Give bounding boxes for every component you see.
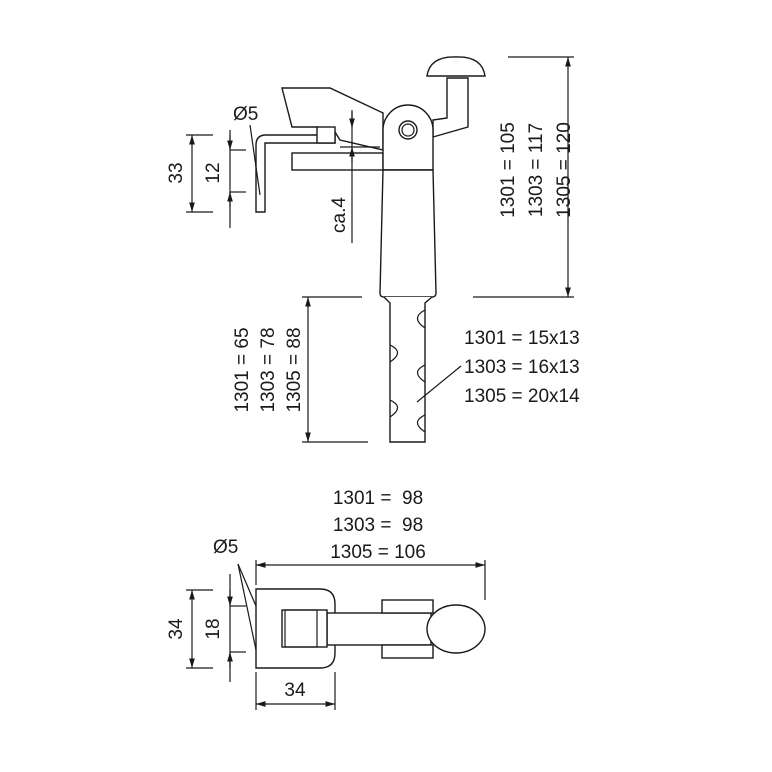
knob-stem xyxy=(432,77,469,138)
svg-text:1305 = 20x14: 1305 = 20x14 xyxy=(464,386,580,407)
svg-text:1303 = 98: 1303 = 98 xyxy=(333,515,423,536)
svg-text:1305 = 106: 1305 = 106 xyxy=(330,542,426,563)
pin-block xyxy=(316,126,336,144)
pin-diameter-label: Ø5 xyxy=(233,104,258,125)
rod xyxy=(326,612,432,646)
svg-text:1301 = 15x13: 1301 = 15x13 xyxy=(464,328,580,349)
knob-cap xyxy=(426,56,486,77)
knob-top xyxy=(426,604,486,654)
block-bottom xyxy=(381,644,434,659)
shaft xyxy=(383,296,433,443)
hinge-knuckle xyxy=(281,609,328,648)
height-labels: 1301 = 105 1303 = 117 1305 = 120 xyxy=(498,122,575,218)
dim-plate-height: 34 xyxy=(166,618,187,640)
side-view: 33 12 Ø5 ca.4 1301 = 105 1303 = 117 1305… xyxy=(166,56,580,443)
hinge-plate xyxy=(281,87,384,151)
svg-text:1303 = 16x13: 1303 = 16x13 xyxy=(464,357,580,378)
lower-plate xyxy=(291,152,384,171)
dim-12: 12 xyxy=(203,162,224,183)
dim-gap: ca.4 xyxy=(329,197,350,233)
svg-text:1303 = 117: 1303 = 117 xyxy=(526,123,547,217)
shaft-grooves xyxy=(389,309,426,433)
top-view: 1301 = 98 1303 = 98 1305 = 106 34 18 Ø5 xyxy=(166,488,486,710)
handle-body xyxy=(379,169,437,298)
svg-text:1305 = 120: 1305 = 120 xyxy=(554,122,575,218)
bent-pin xyxy=(255,134,336,213)
dim-pin-spacing: 18 xyxy=(203,618,224,639)
shaft-section-labels: 1301 = 15x13 1303 = 16x13 1305 = 20x14 xyxy=(464,328,580,407)
svg-text:1301 = 65: 1301 = 65 xyxy=(232,327,253,412)
pin-diameter-label: Ø5 xyxy=(213,537,238,558)
block-top xyxy=(381,599,434,614)
svg-text:1303 = 78: 1303 = 78 xyxy=(258,327,279,412)
shaft-length-labels: 1301 = 65 1303 = 78 1305 = 88 xyxy=(232,327,305,412)
length-labels: 1301 = 98 1303 = 98 1305 = 106 xyxy=(330,488,426,563)
dim-plate-width: 34 xyxy=(284,680,306,701)
svg-text:1305 = 88: 1305 = 88 xyxy=(284,327,305,412)
svg-text:1301 = 98: 1301 = 98 xyxy=(333,488,423,509)
svg-text:1301 = 105: 1301 = 105 xyxy=(498,122,519,218)
dim-33: 33 xyxy=(166,162,187,183)
